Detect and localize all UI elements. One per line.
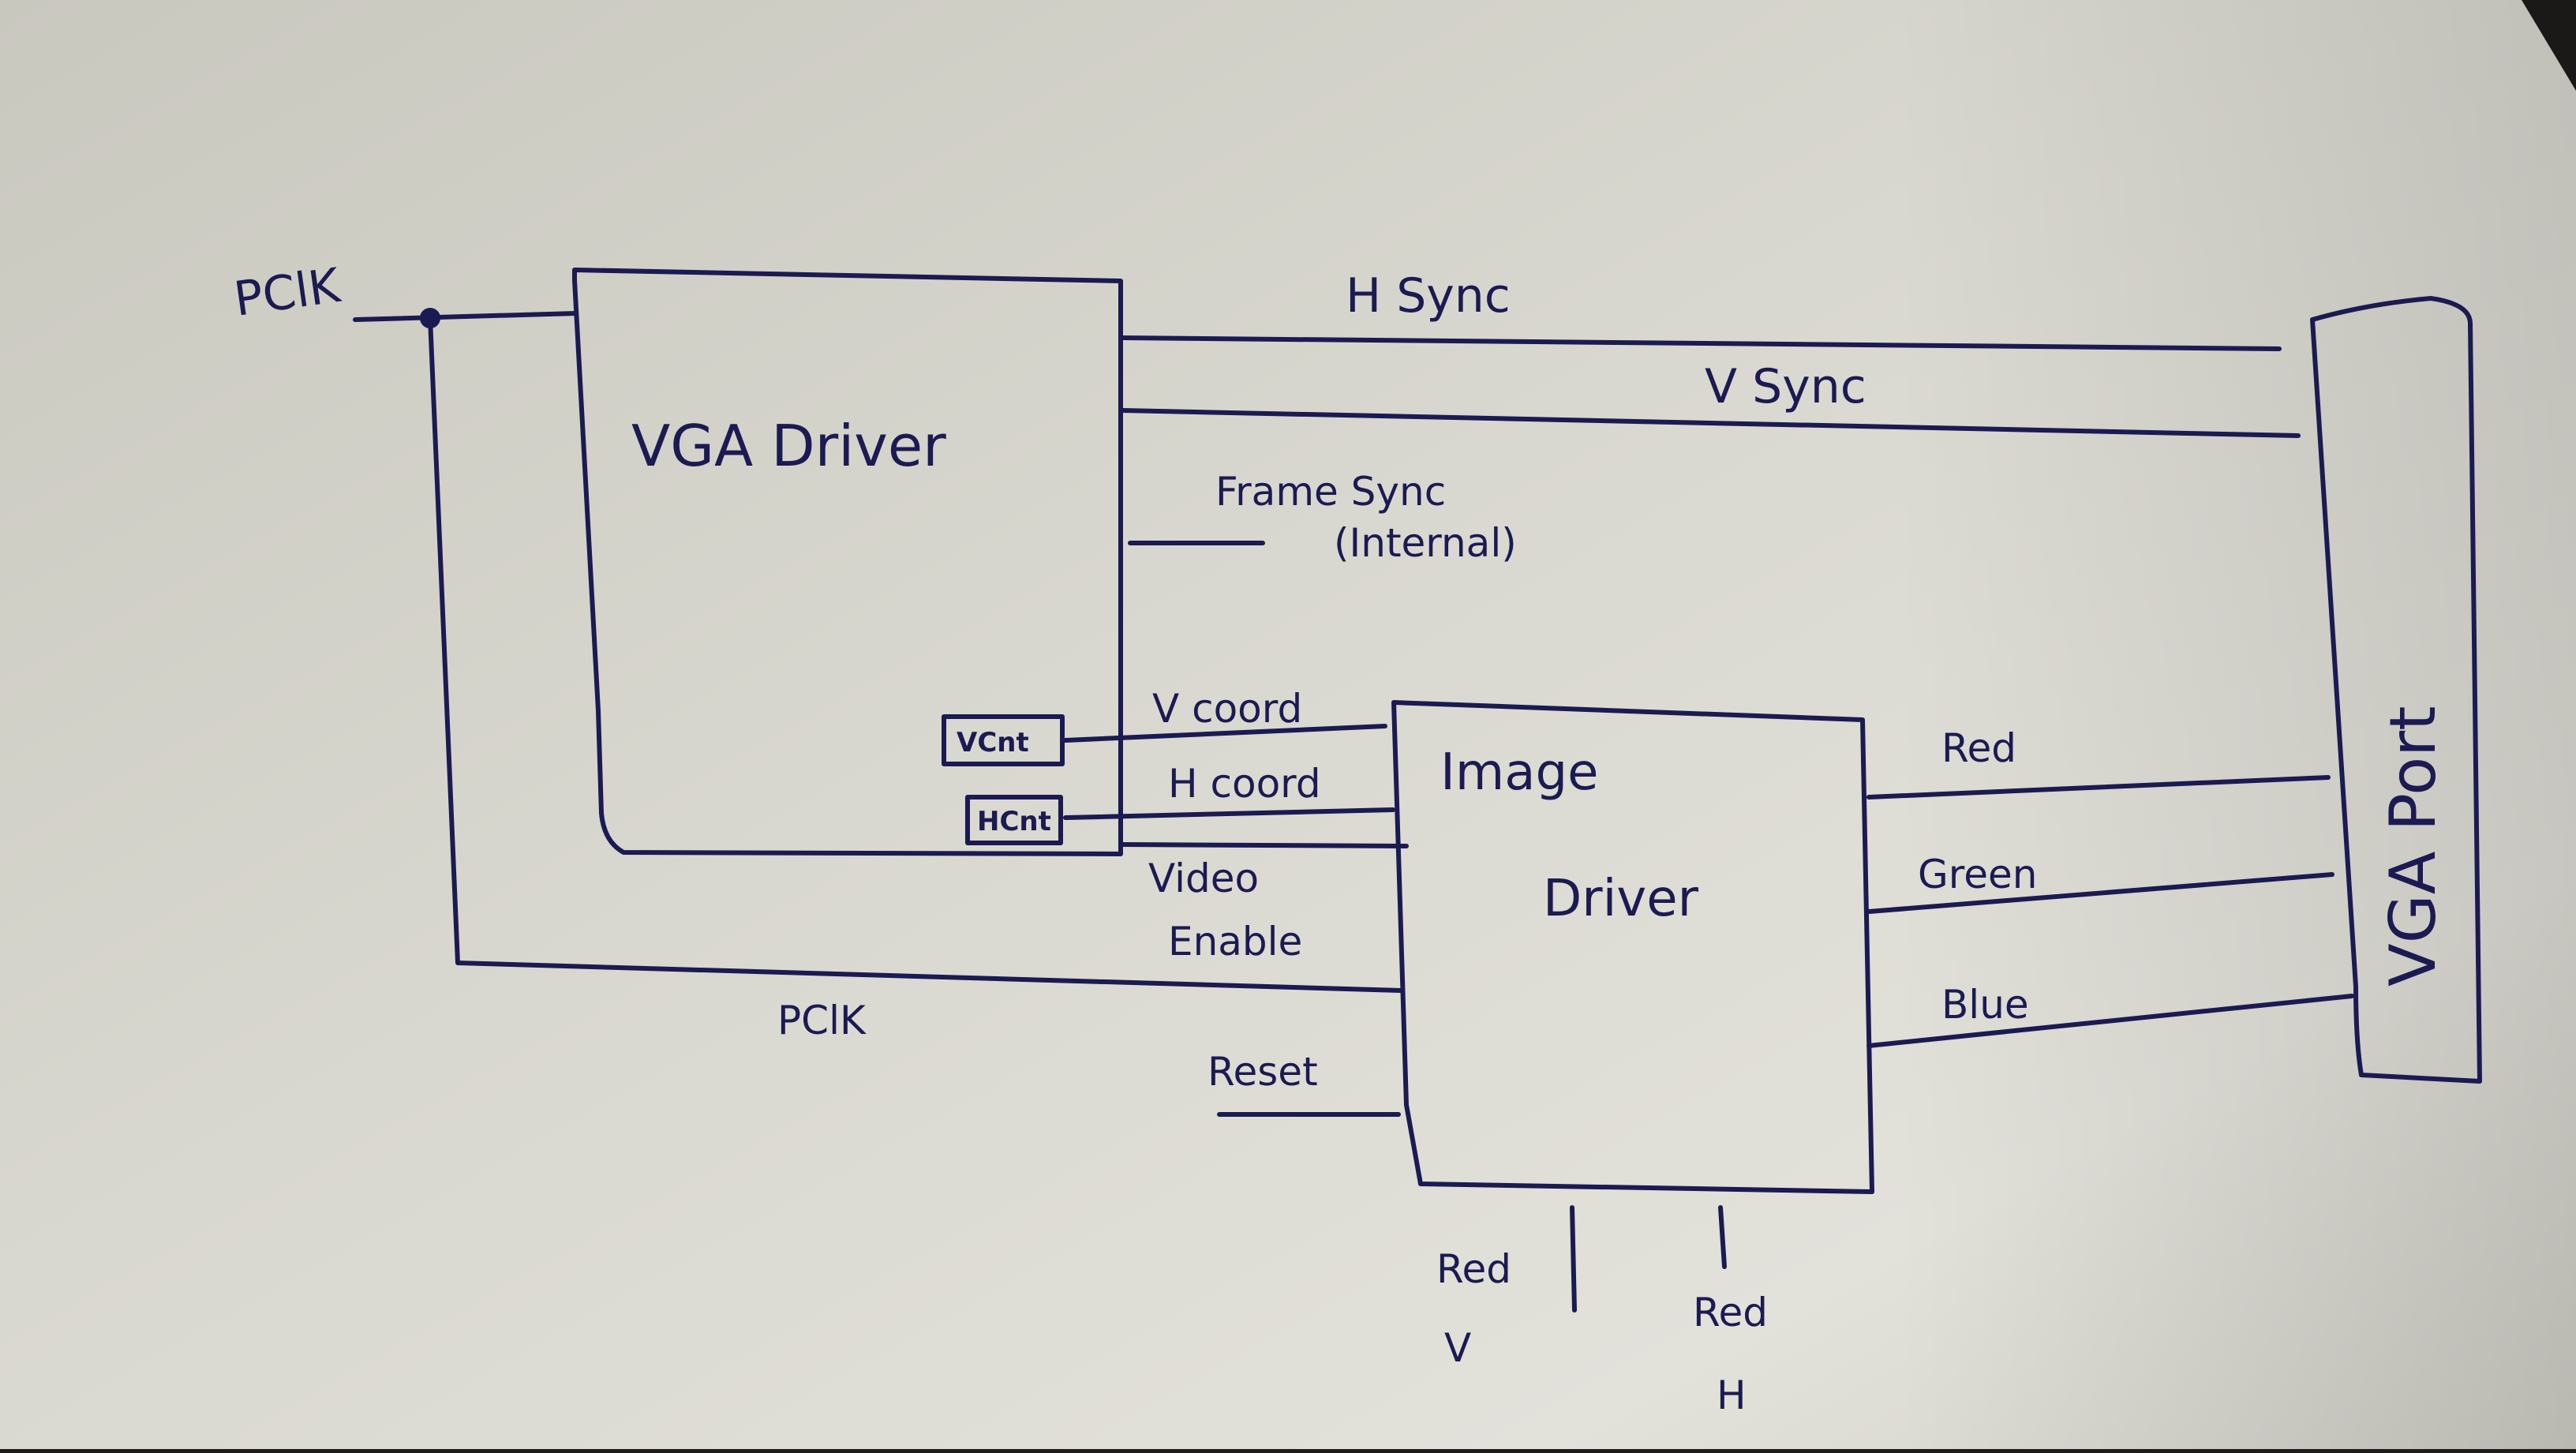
v-coord-wire <box>1063 724 1387 743</box>
red-label: Red <box>1941 725 2016 771</box>
reset-label: Reset <box>1208 1049 1318 1095</box>
internal-label: (Internal) <box>1334 520 1517 566</box>
h-coord-wire <box>1063 807 1395 820</box>
blue-wire <box>1866 994 2354 1048</box>
red-wire <box>1866 775 2331 800</box>
vga-driver-box <box>572 268 1123 856</box>
frame-sync-label: Frame Sync <box>1215 469 1446 515</box>
red-h-label-bottom: H <box>1717 1372 1747 1418</box>
vga-port-box <box>2310 296 2482 1084</box>
pclk-bottom-label: PClK <box>777 998 867 1043</box>
vga-port-label: VGA Port <box>2376 706 2450 987</box>
green-label: Green <box>1918 852 2037 897</box>
pclk-input-wire <box>353 311 578 322</box>
v-sync-label: V Sync <box>1705 359 1866 414</box>
h-sync-label: H Sync <box>1346 268 1511 324</box>
red-h-wire <box>1718 1205 1727 1269</box>
vga-driver-label: VGA Driver <box>631 413 946 479</box>
v-coord-label: V coord <box>1152 686 1302 732</box>
video-enable-wire <box>1118 842 1409 848</box>
image-driver-label-bottom: Driver <box>1543 870 1699 928</box>
vcnt-label: VCnt <box>957 727 1029 758</box>
green-wire <box>1866 872 2334 914</box>
v-sync-wire <box>1120 408 2301 438</box>
image-driver-box <box>1391 700 1874 1194</box>
red-v-label-top: Red <box>1436 1246 1511 1292</box>
red-h-label-top: Red <box>1693 1290 1768 1335</box>
vcnt-box <box>942 714 1065 766</box>
paper-shadow <box>1894 0 2576 1449</box>
hcnt-label: HCnt <box>977 806 1051 837</box>
red-v-label-bottom: V <box>1444 1325 1471 1371</box>
enable-label: Enable <box>1168 919 1302 964</box>
pclk-trunk-wire <box>428 316 1403 993</box>
hcnt-box <box>965 795 1063 845</box>
video-label: Video <box>1148 856 1259 901</box>
blue-label: Blue <box>1941 982 2029 1028</box>
h-sync-wire <box>1120 335 2282 351</box>
red-v-wire <box>1570 1205 1577 1313</box>
image-driver-label-top: Image <box>1440 743 1598 802</box>
h-coord-label: H coord <box>1168 761 1321 807</box>
